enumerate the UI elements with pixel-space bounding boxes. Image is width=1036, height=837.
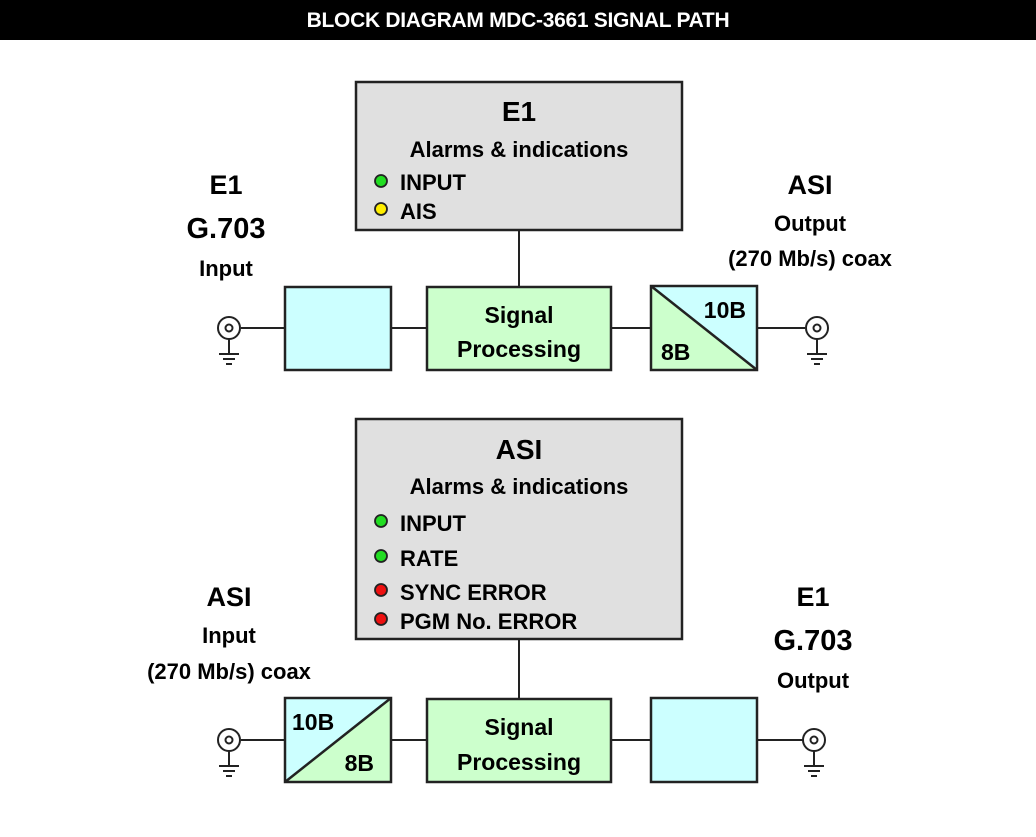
- top-output-label-line3: (270 Mb/s) coax: [728, 246, 893, 271]
- bottom-indicator-label: INPUT: [400, 511, 467, 536]
- led-red-icon: [374, 583, 388, 597]
- bottom-input-label-line3: (270 Mb/s) coax: [147, 659, 312, 684]
- top-output-label-line2: Output: [774, 211, 847, 236]
- bottom-indicator-label: RATE: [400, 546, 458, 571]
- led-yellow-icon: [374, 202, 388, 216]
- bottom-indicator-label: PGM No. ERROR: [400, 609, 577, 634]
- processing-label-line1: Signal: [484, 714, 553, 740]
- top-interface-block: [283, 285, 393, 372]
- bottom-alarm-subtitle: Alarms & indications: [410, 474, 629, 499]
- bottom-output-label-line1: E1: [796, 582, 829, 612]
- led-green-icon: [374, 514, 388, 528]
- top-input-label-line1: E1: [209, 170, 242, 200]
- top-input-label-line2: G.703: [187, 213, 266, 245]
- led-green-icon: [374, 174, 388, 188]
- bottom-alarm-box: ASI Alarms & indications INPUT RATE SYNC…: [354, 417, 684, 641]
- led-red-icon: [374, 612, 388, 626]
- processing-label-line2: Processing: [457, 336, 581, 362]
- bottom-alarm-title: ASI: [496, 434, 543, 465]
- bottom-output-label-line3: Output: [777, 668, 850, 693]
- bnc-connector-icon: [217, 316, 241, 365]
- bnc-connector-icon: [217, 728, 241, 777]
- decoder-output-label: 8B: [345, 750, 374, 776]
- top-alarm-subtitle: Alarms & indications: [410, 137, 629, 162]
- bottom-input-label-line1: ASI: [206, 582, 251, 612]
- bnc-connector-icon: [802, 728, 826, 777]
- decoder-input-label: 10B: [292, 709, 334, 735]
- top-indicator-label: AIS: [400, 199, 437, 224]
- top-8b10b-encoder: 10B 8B: [649, 284, 759, 372]
- encoder-output-label: 10B: [704, 297, 746, 323]
- bottom-processing-block: Signal Processing: [425, 697, 613, 784]
- bottom-indicator-label: SYNC ERROR: [400, 580, 547, 605]
- processing-label-line2: Processing: [457, 749, 581, 775]
- bottom-input-label-line2: Input: [202, 623, 256, 648]
- top-processing-block: Signal Processing: [425, 285, 613, 372]
- bottom-signal-path: ASI Input (270 Mb/s) coax E1 G.703 Outpu…: [147, 417, 853, 784]
- top-output-label-line1: ASI: [787, 170, 832, 200]
- bottom-interface-block: [649, 696, 759, 784]
- bottom-10b8b-decoder: 10B 8B: [283, 696, 393, 784]
- diagram-title: BLOCK DIAGRAM MDC-3661 SIGNAL PATH: [0, 0, 1036, 40]
- top-input-label-line3: Input: [199, 256, 253, 281]
- encoder-input-label: 8B: [661, 339, 690, 365]
- top-alarm-box: E1 Alarms & indications INPUT AIS: [354, 80, 684, 232]
- bottom-output-label-line2: G.703: [774, 625, 853, 657]
- top-indicator-label: INPUT: [400, 170, 467, 195]
- top-alarm-title: E1: [502, 96, 536, 127]
- led-green-icon: [374, 549, 388, 563]
- top-signal-path: E1 G.703 Input ASI Output (270 Mb/s) coa…: [187, 80, 893, 372]
- processing-label-line1: Signal: [484, 302, 553, 328]
- bnc-connector-icon: [805, 316, 829, 365]
